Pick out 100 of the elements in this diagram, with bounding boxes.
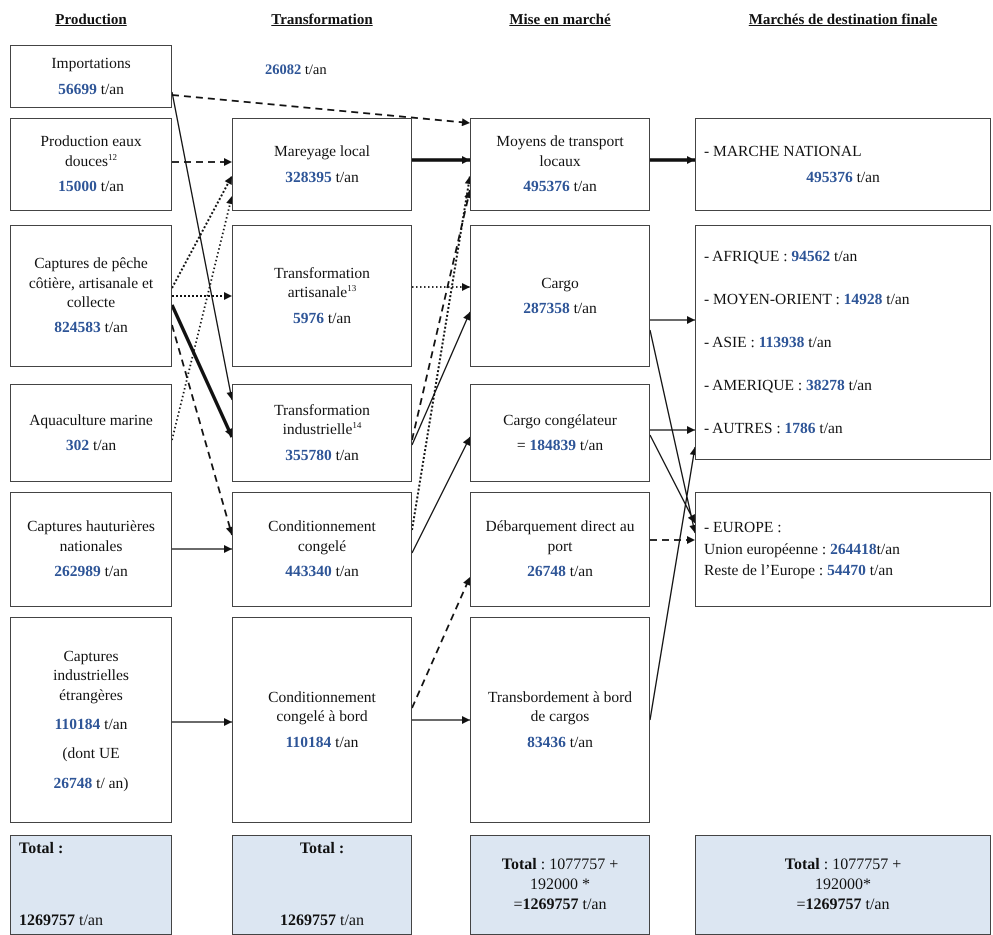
box-text: Transformation artisanale$^{13}$: [273, 264, 371, 303]
box-text: Production eaux douces$^{12}$: [39, 132, 143, 172]
arrow: [172, 718, 232, 726]
box-text: = 184839 t/an: [516, 436, 604, 456]
arrow: [411, 576, 471, 708]
stage-box: [232, 492, 412, 607]
source-box: [10, 118, 172, 211]
source-box: [10, 492, 172, 607]
arrow: [171, 92, 234, 400]
box-text: Captures hauturières nationales: [26, 517, 156, 556]
box-text: Conditionnement congelé: [267, 517, 377, 556]
arrow: [649, 330, 698, 534]
box-text: Union européenne : 264418t/an: [704, 540, 900, 560]
box-text: 26748 t/an: [527, 562, 593, 582]
market-box: [695, 225, 991, 460]
arrow: [171, 324, 234, 536]
arrow: [171, 176, 233, 288]
box-text: 15000 t/an: [58, 177, 124, 197]
stage-box: [232, 225, 412, 367]
box-text: - EUROPE :: [704, 518, 782, 538]
box-text: - MARCHE NATIONAL: [704, 142, 862, 162]
total-text: 1269757 t/an: [19, 911, 103, 931]
box-text: Captures de pêche côtière, artisanale et collecte: [28, 254, 154, 312]
box-text: 26748 t/ an): [54, 774, 128, 794]
total-box: [695, 835, 991, 935]
column-heading: Marchés de destination finale: [748, 12, 938, 29]
channel-box: [470, 492, 650, 607]
box-text: 355780 t/an: [285, 446, 359, 466]
market-box: [695, 492, 991, 607]
channel-box: [470, 617, 650, 823]
source-box: [10, 225, 172, 367]
box-text: (dont UE: [62, 744, 120, 764]
box-text: Conditionnement congelé à bord: [267, 688, 377, 727]
box-text: 83436 t/an: [527, 732, 593, 752]
market-box: [695, 118, 991, 211]
arrow: [411, 436, 471, 554]
column-heading: Production: [54, 12, 128, 29]
arrow: [650, 426, 695, 434]
box-text: - AMERIQUE : 38278 t/an: [704, 376, 872, 396]
arrow: [172, 94, 470, 126]
stage-box: [232, 384, 412, 482]
total-text: Total :: [19, 839, 64, 859]
arrow: [650, 536, 695, 544]
box-text: 824583 t/an: [54, 318, 128, 338]
box-text: 495376 t/an: [806, 168, 880, 187]
box-text: 56699 t/an: [58, 80, 124, 99]
total-text: Total : 1077757 + 192000 * =1269757 t/an: [500, 855, 620, 915]
source-box: [10, 45, 172, 108]
box-text: Captures industrielles étrangères: [52, 646, 130, 705]
box-text: Mareyage local: [274, 142, 370, 162]
box-text: Transbordement à bord de cargos: [486, 688, 634, 727]
box-text: - ASIE : 113938 t/an: [704, 332, 832, 352]
box-text: Reste de l’Europe : 54470 t/an: [704, 561, 893, 581]
box-text: Cargo congélateur: [503, 410, 617, 430]
channel-box: [470, 384, 650, 482]
channel-box: [470, 118, 650, 211]
total-text: Total :: [300, 839, 344, 859]
box-text: 287358 t/an: [523, 299, 597, 318]
box-text: 302 t/an: [66, 436, 116, 456]
arrow: [411, 190, 472, 440]
box-text: 262989 t/an: [54, 562, 128, 582]
arrow: [412, 716, 470, 724]
box-text: Débarquement direct au port: [485, 517, 635, 556]
column-heading: Mise en marché: [508, 12, 612, 29]
box-text: 5976 t/an: [292, 308, 352, 328]
box-text: Aquaculture marine: [29, 410, 153, 430]
arrow: [650, 316, 695, 324]
total-box: [10, 835, 172, 935]
total-text: Total : 1077757 + 192000* =1269757 t/an: [784, 855, 902, 915]
source-box: [10, 617, 172, 823]
total-text: 1269757 t/an: [280, 911, 364, 931]
arrow: [171, 196, 234, 440]
box-text: Importations: [51, 54, 131, 74]
arrow: [412, 156, 470, 164]
box-text: 328395 t/an: [285, 168, 359, 187]
column-heading: Transformation: [270, 12, 374, 29]
arrow: [170, 304, 234, 438]
box-text: 495376 t/an: [523, 177, 597, 197]
arrow: [412, 283, 470, 291]
box-text: - AFRIQUE : 94562 t/an: [704, 246, 858, 266]
arrow: [649, 434, 696, 524]
arrow: [172, 292, 232, 300]
total-box: [232, 835, 412, 935]
box-text: 443340 t/an: [285, 562, 359, 582]
box-text: - MOYEN-ORIENT : 14928 t/an: [704, 290, 910, 310]
total-box: [470, 835, 650, 935]
arrow: [411, 312, 471, 446]
box-text: - AUTRES : 1786 t/an: [704, 418, 843, 438]
box-text: 110184 t/an: [286, 732, 358, 752]
box-text: Transformation industrielle$^{14}$: [273, 400, 371, 440]
stage-box: [232, 118, 412, 211]
arrow: [172, 158, 232, 166]
box-text: 110184 t/an: [54, 715, 128, 734]
box-text: Cargo: [541, 274, 579, 293]
stage-box: [232, 617, 412, 823]
channel-box: [470, 225, 650, 367]
arrow: [172, 545, 232, 553]
source-box: [10, 384, 172, 482]
box-text: Moyens de transport locaux: [495, 132, 625, 172]
arrow: [650, 156, 695, 164]
